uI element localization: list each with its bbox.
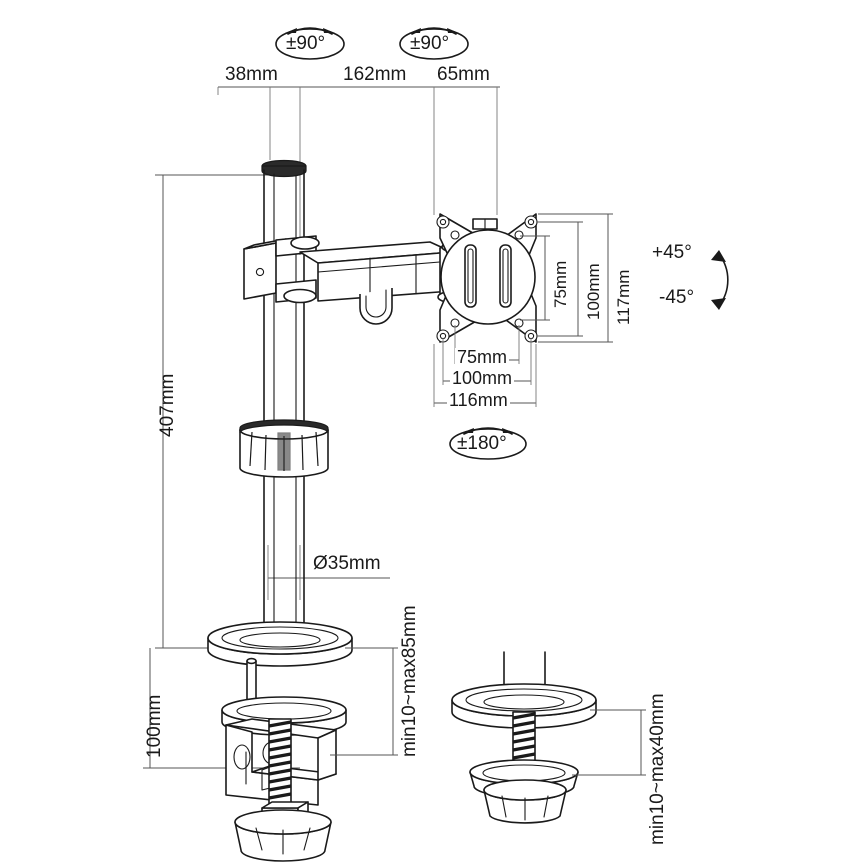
tilt-label-down: -45° xyxy=(659,287,695,308)
badge-label-pole-swivel: ±90° xyxy=(286,33,326,54)
dimension-label-vesa-h-100: 100mm xyxy=(450,368,515,388)
dimension-label-pole-diameter: Ø35mm xyxy=(313,553,381,574)
thread-lines xyxy=(268,720,292,800)
dimension-label-plate-height-117: 117mm xyxy=(614,269,633,325)
rotation-badge-shapes xyxy=(275,27,527,460)
dimension-label-vesa-v-100: 100mm xyxy=(584,263,603,320)
pole-adjustment-collar xyxy=(239,419,329,478)
dimension-label-grommet-thickness: min10~max40mm xyxy=(647,693,668,845)
badge-label-arm-swivel: ±90° xyxy=(410,33,450,54)
c-clamp-mount xyxy=(207,621,353,862)
badge-label-head-rotate: ±180° xyxy=(457,433,507,454)
vesa-vertical-dimensions xyxy=(520,213,613,343)
pole-diameter-leader xyxy=(267,545,390,600)
dimension-label-38mm: 38mm xyxy=(225,64,278,85)
tilt-label-up: +45° xyxy=(652,242,692,263)
dimension-label-vesa-h-75: 75mm xyxy=(455,347,510,367)
dimension-label-c-clamp-thickness: min10~max85mm xyxy=(399,605,420,757)
c-clamp-thickness-dimension xyxy=(330,647,398,756)
grommet-thickness-dimension xyxy=(572,709,646,776)
dimension-label-65mm: 65mm xyxy=(437,64,490,85)
dimension-label-162mm: 162mm xyxy=(343,64,407,85)
vertical-pole xyxy=(261,159,307,641)
dimension-label-vesa-v-75: 75mm xyxy=(551,260,570,308)
dimension-label-pole-height-407: 407mm xyxy=(157,373,178,437)
tilt-arc xyxy=(711,250,729,310)
dimension-label-plate-width-116: 116mm xyxy=(447,390,510,410)
grommet-mount xyxy=(451,651,597,824)
horizontal-arm xyxy=(243,235,471,325)
dimension-label-clamp-drop-100: 100mm xyxy=(144,694,165,758)
vesa-head-plate xyxy=(436,213,538,343)
